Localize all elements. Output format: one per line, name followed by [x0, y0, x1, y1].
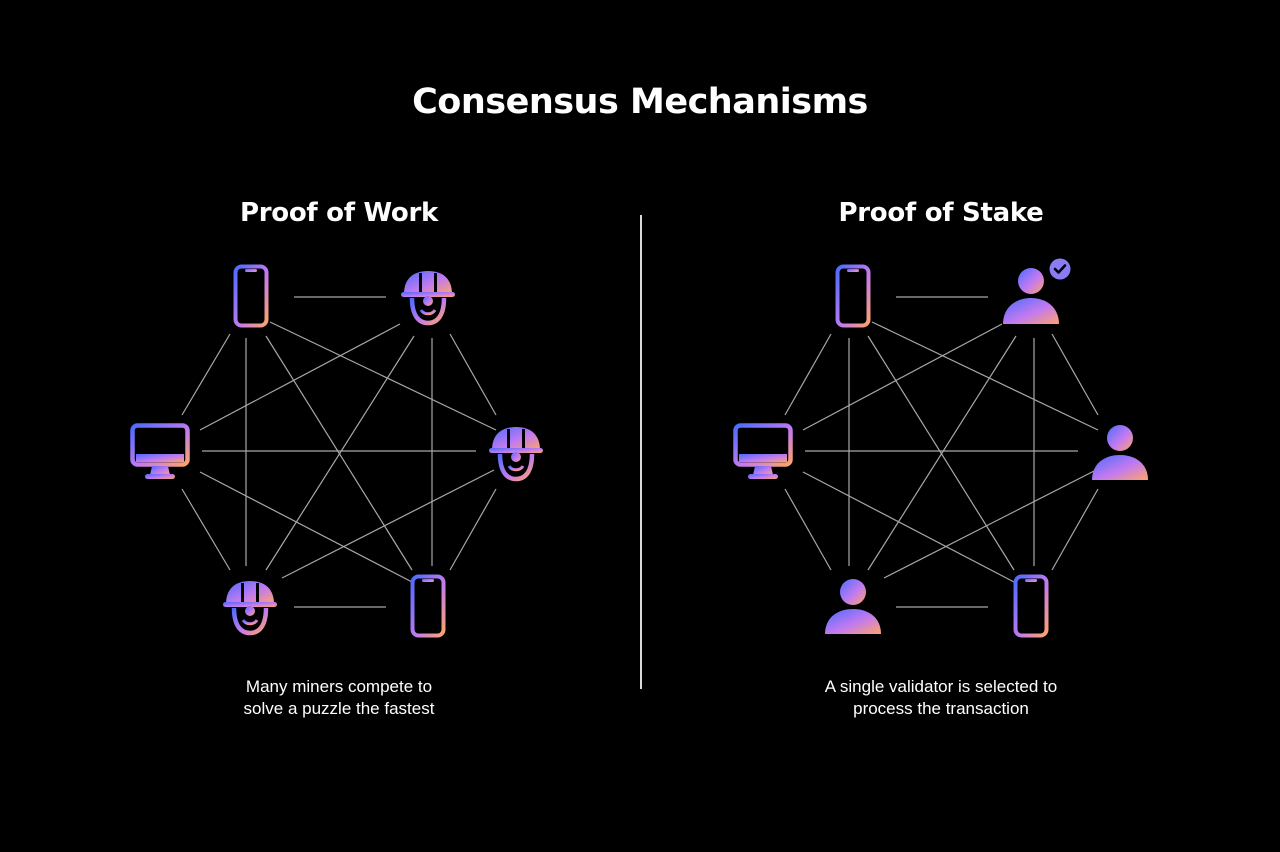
caption-line: A single validator is selected to — [824, 677, 1058, 696]
phone-icon — [835, 264, 871, 328]
proof-of-work-caption: Many miners compete to solve a puzzle th… — [129, 676, 549, 720]
monitor-icon — [130, 423, 190, 479]
monitor-icon — [733, 423, 793, 479]
phone-icon — [233, 264, 269, 328]
page-title: Consensus Mechanisms — [412, 82, 868, 122]
proof-of-stake-title: Proof of Stake — [838, 198, 1044, 228]
caption-line: solve a puzzle the fastest — [243, 699, 435, 718]
network-edges — [784, 296, 1099, 608]
caption-line: Many miners compete to — [245, 677, 433, 696]
phone-icon — [1013, 574, 1049, 638]
proof-of-stake-caption: A single validator is selected to proces… — [731, 676, 1151, 720]
caption-line: process the transaction — [853, 699, 1029, 718]
miner-helmet-icon — [401, 271, 455, 326]
proof-of-work-title: Proof of Work — [239, 198, 439, 228]
person-icon — [1092, 425, 1148, 480]
miner-helmet-icon — [223, 581, 277, 636]
miner-helmet-icon — [489, 427, 543, 482]
person-icon — [825, 579, 881, 634]
phone-icon — [410, 574, 446, 638]
validator-selected-icon — [1003, 258, 1071, 324]
network-edges — [181, 296, 497, 608]
panel-divider — [640, 215, 642, 689]
